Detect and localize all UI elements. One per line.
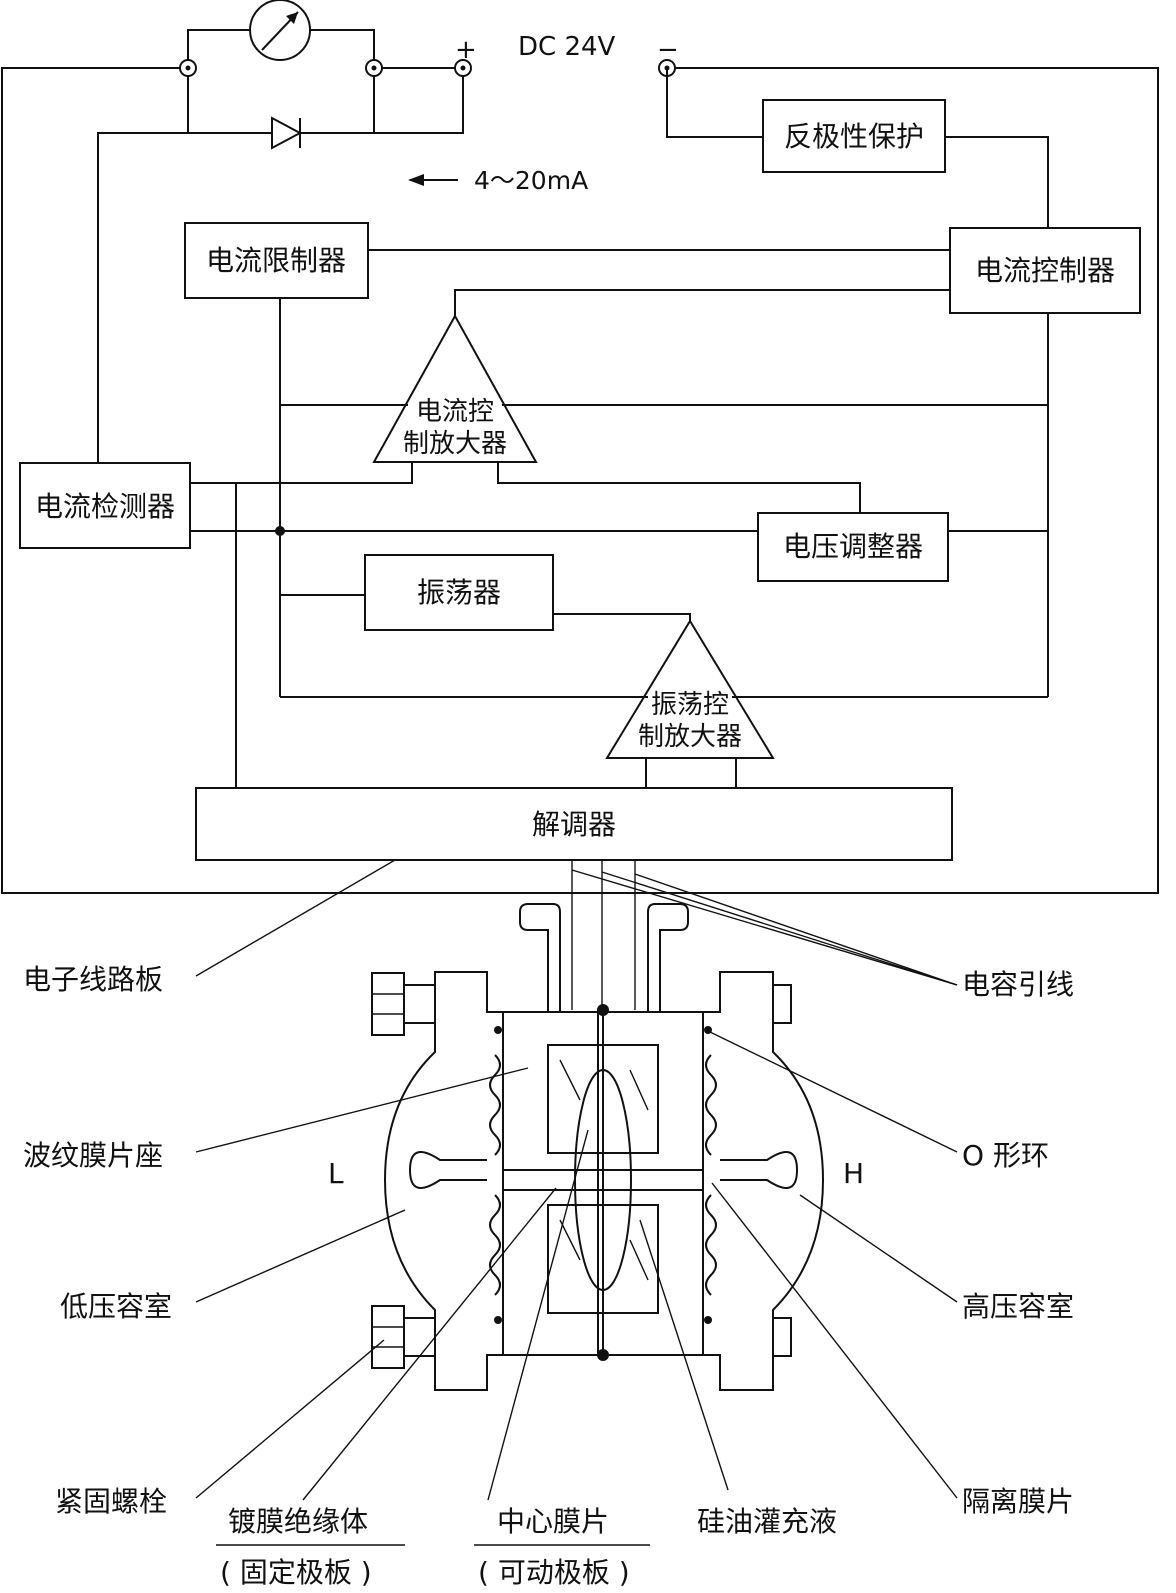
label-center-note: ( 可动极板 ) [478,1556,630,1589]
demodulator-box [195,787,953,861]
current-limiter-label: 电流限制器 [206,244,346,277]
bolt-top-left-icon [371,972,436,1036]
low-side-letter: L [328,1157,344,1190]
osc-amp-label-2: 制放大器 [638,722,742,752]
leader-lines [195,859,958,1501]
junction-dot [275,526,285,536]
current-amp-label-1: 电流控 [416,397,494,427]
oscillator-box [364,554,554,631]
current-controller-label: 电流控制器 [975,254,1115,287]
terminal-left [179,59,197,77]
circuit-board-block: + DC 24V − 4～20mA 反极性保护 电流控制器 电流限制器 电流控 … [1,0,1159,894]
current-controller-box [949,227,1141,314]
bolt-bottom-right-icon [772,1317,792,1357]
terminal-mid [365,59,383,77]
o-ring-dot [494,1026,502,1034]
label-circuit-board: 电子线路板 [23,963,163,996]
terminal-plus [454,59,472,77]
label-insulator-note: ( 固定极板 ) [220,1556,372,1589]
voltage-regulator-box [757,512,949,582]
current-amp-triangle [372,313,538,463]
label-diaphragm-seat: 波纹膜片座 [23,1139,163,1172]
high-side-letter: H [843,1157,864,1190]
label-high-chamber: 高压容室 [962,1290,1074,1323]
callout-labels: 电子线路板 电容引线 波纹膜片座 O 形环 低压容室 高压容室 紧固螺栓 隔离膜… [23,963,1074,1589]
current-detector-label: 电流检测器 [35,490,175,523]
label-low-chamber: 低压容室 [60,1290,172,1323]
ammeter-icon [249,0,311,61]
supply-label: DC 24V [518,32,616,62]
demodulator-label: 解调器 [532,808,616,841]
sensor-cross-section: L H [328,860,864,1391]
current-direction-arrow-icon [408,174,458,186]
label-o-ring: O 形环 [962,1139,1049,1172]
oscillator-label: 振荡器 [417,576,501,609]
current-range-label: 4～20mA [474,166,588,195]
left-corrugated-diaphragm [489,1054,501,1296]
sensor-neck [519,903,561,1013]
osc-amp-triangle [605,619,775,759]
label-center-diaphragm: 中心膜片 [497,1505,609,1538]
current-amp-label-2: 制放大器 [403,429,507,459]
plus-sign: + [455,35,477,65]
right-corrugated-diaphragm [705,1054,717,1296]
osc-amp-label-1: 振荡控 [651,690,729,720]
voltage-regulator-label: 电压调整器 [783,530,923,563]
label-capacitor-leads: 电容引线 [962,968,1074,1001]
label-silicone-oil: 硅油灌充液 [697,1505,837,1538]
label-insulator: 镀膜绝缘体 [228,1505,368,1538]
label-bolt: 紧固螺栓 [55,1485,167,1518]
diode-icon [271,116,303,150]
label-isolating-diaphragm: 隔离膜片 [962,1485,1074,1518]
minus-sign: − [657,35,679,65]
bolt-top-right-icon [772,984,792,1024]
bolt-bottom-left-icon [371,1305,436,1369]
high-pressure-port [720,1151,799,1189]
current-limiter-box [184,222,369,299]
low-pressure-port [408,1151,487,1189]
current-detector-box [19,462,191,549]
reverse-polarity-box [762,99,946,173]
board-frame [1,67,1159,894]
reverse-polarity-label: 反极性保护 [784,120,924,153]
